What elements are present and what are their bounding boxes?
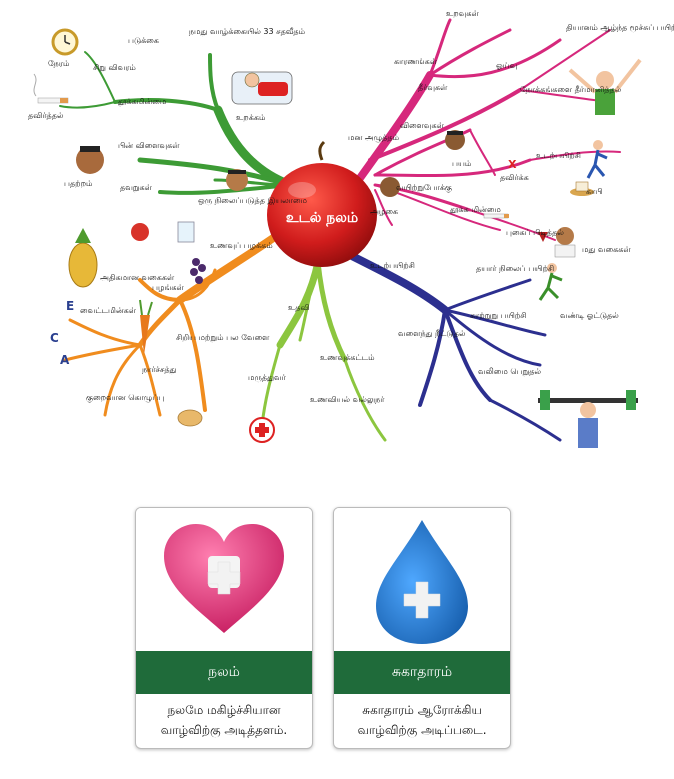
label-food-habits: உணவுப் பழக்கம்: [210, 241, 273, 250]
branch-help: [260, 258, 387, 442]
label-strength: வலிமை பெறுதல்: [478, 367, 541, 377]
label-no-sleep: தூக்க மின்மை: [450, 205, 501, 215]
carrot-icon: [139, 299, 153, 355]
label-doctor: மருத்துவர்: [248, 373, 287, 383]
label-food-types: சிறிய மற்றும் பல வேளை: [176, 333, 270, 343]
grapes-icon: [190, 258, 206, 284]
sick-face-icon: [380, 177, 400, 197]
drop-plus-icon: [376, 520, 468, 644]
label-goals: நோக்கங்களை தீர்மானித்தல்: [520, 85, 622, 94]
label-tension: பதற்றம்: [64, 179, 93, 188]
heart-plus-icon: [164, 524, 284, 633]
label-smoking: புகைப் பிடித்தல்: [506, 228, 564, 237]
card-title: நலம்: [136, 651, 312, 694]
label-avoid-right: தவிர்க்க: [500, 173, 529, 182]
label-avoid-mark: X: [508, 158, 517, 171]
stressed-face-icon: [226, 169, 248, 191]
label-disturbed: ஒரு நிலைப்படுத்த இயலாமை: [198, 196, 307, 206]
branch-exercise: [346, 251, 562, 442]
label-solutions: தீர்வுகள்: [418, 83, 448, 92]
label-vit-c: C: [50, 331, 59, 345]
card-hygiene: சுகாதாரம் சுகாதாரம் ஆரோக்கிய வாழ்விற்கு …: [333, 507, 511, 749]
label-stomach-ache: வயிற்றுபோக்கு: [396, 183, 452, 193]
card-description: நலமே மகிழ்ச்சியான வாழ்விற்கு அடித்தளம்.: [160, 703, 288, 737]
first-aid-icon: [249, 417, 275, 443]
label-aerobic: காற்றுறு பயிற்சி: [470, 311, 527, 321]
pineapple-icon: [68, 228, 98, 288]
man-wine-icon: [538, 227, 576, 258]
label-nutritionist: உணவியல் வல்லுநர்: [310, 395, 385, 405]
label-sleep-sub: சிறு விவரம்: [93, 63, 136, 73]
cigarette-icon: [33, 73, 69, 104]
center-title: உடல் நலம்: [286, 210, 358, 227]
label-vitamins: வைட்டமின்கள்: [80, 306, 137, 315]
label-food-balance: உணவுக்கட்டம்: [320, 353, 375, 362]
label-cycling: வண்டி ஓட்டுதல்: [560, 311, 619, 320]
bread-icon: [177, 409, 203, 427]
label-less-fat: குறைவான கொழுப்பு: [86, 393, 164, 403]
label-meditation: தியானம் ஆழ்ந்த மூச்சுப் பயிற்சி: [566, 23, 674, 33]
clock-icon: [51, 28, 79, 56]
label-fruits: பழங்கள்: [152, 283, 185, 292]
card-title: சுகாதாரம்: [334, 651, 510, 694]
label-sleep-33: நமது வாழ்க்கையில் 33 சதவீதம்: [189, 27, 305, 37]
label-mistakes: தவறுகள்: [120, 183, 153, 193]
label-vit-a: A: [60, 353, 70, 367]
glass-icon: [177, 221, 195, 243]
label-rest: ஓய்வு: [496, 61, 517, 70]
jogger-icon: [538, 263, 563, 301]
card-wellness: நலம் நலமே மகிழ்ச்சியான வாழ்விற்கு அடித்த…: [135, 507, 313, 749]
label-daily-ex: தயார் நிலைப் பயிற்சி: [476, 264, 554, 273]
label-avoid-left: தவிர்த்தல்: [28, 111, 64, 120]
center-apple: உடல் நலம்: [267, 140, 377, 267]
label-fear: பயம்: [452, 159, 471, 168]
branch-food: [63, 221, 296, 417]
mind-map: உடல் நலம்: [28, 9, 674, 448]
label-more-fruits: அதிகமான வகைகள்: [100, 273, 175, 282]
label-sleep-a: படுக்கை: [128, 36, 159, 45]
label-insomnia: தூக்கமின்மை: [118, 97, 166, 107]
weightlifter-icon: [538, 390, 638, 448]
happy-man-icon: [568, 58, 642, 115]
label-coffee: காபி: [586, 187, 603, 196]
smoking-icon: [483, 213, 509, 219]
worried-face-icon: [76, 146, 104, 174]
label-vit-e: E: [66, 299, 74, 313]
label-effects: விளைவுகள்: [400, 121, 445, 130]
label-sleep: உறக்கம்: [236, 113, 265, 122]
label-after-effects: பின் விளைவுகள்: [118, 141, 180, 150]
label-sleep-b: நேரம்: [48, 59, 69, 68]
coffee-icon: [570, 181, 594, 196]
label-mental-health: மன அழுத்தம்: [348, 133, 399, 143]
label-fiber: நார்ச்சத்து: [142, 365, 177, 375]
label-help: உதவி: [288, 303, 310, 312]
label-physical-ex: உடற்பயிற்சி: [370, 261, 415, 270]
label-flexibility: வளைந்து நீட்டுதல்: [398, 329, 466, 339]
label-alcohol: மது வகைகள்: [582, 245, 631, 255]
label-relations: உறவுகள்: [446, 9, 479, 18]
branch-mental-health: [351, 18, 621, 241]
card-description: சுகாதாரம் ஆரோக்கிய வாழ்விற்கு அடிப்படை.: [357, 703, 487, 737]
sleeping-person-icon: [231, 71, 293, 105]
scared-face-icon: [445, 130, 465, 150]
label-beauty: அழகை: [370, 207, 398, 216]
label-causes: காரணங்கள்: [394, 57, 438, 66]
runner-icon: [586, 140, 608, 179]
label-exercise: உடற்பயிற்சி: [536, 151, 581, 160]
branch-sleep: [59, 51, 295, 195]
apple-slice-icon: [131, 223, 149, 241]
